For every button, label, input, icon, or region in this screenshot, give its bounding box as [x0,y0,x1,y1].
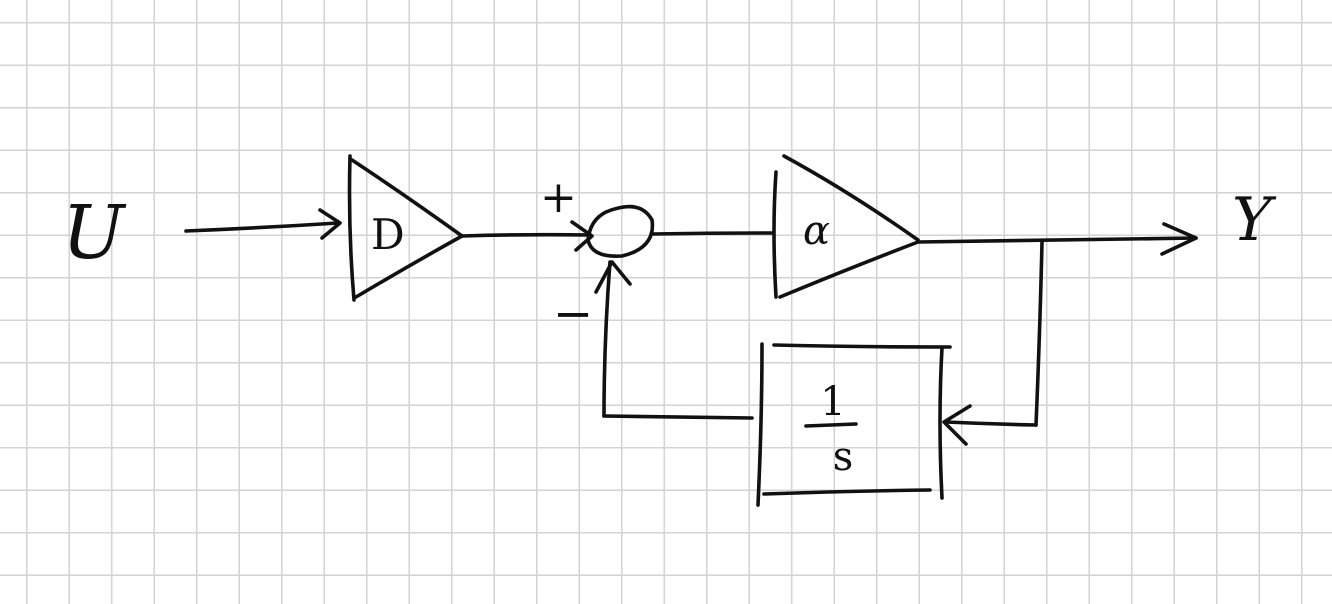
input-label: U [62,190,127,276]
feedback-to-sum-arrow [594,260,754,420]
sum-to-alpha-line [650,231,774,236]
input-arrow [184,208,342,240]
output-arrow [916,222,1198,256]
integrator-fraction-bar [804,422,858,428]
d-to-sum-arrow [460,220,594,252]
gain-block-d: D [347,154,464,302]
summing-junction [586,204,655,258]
integrator-denominator: s [833,434,854,480]
gain-block-alpha: α [772,154,920,299]
sum-minus-sign: − [553,286,593,342]
integrator-numerator: 1 [820,379,845,425]
integrator-block: 1 s [756,342,952,507]
gain-alpha-label: α [803,208,830,254]
output-label: Y [1232,185,1277,255]
sum-plus-sign: + [540,172,577,223]
gain-d-label: D [371,210,405,259]
feedback-to-integrator-arrow [942,240,1044,446]
